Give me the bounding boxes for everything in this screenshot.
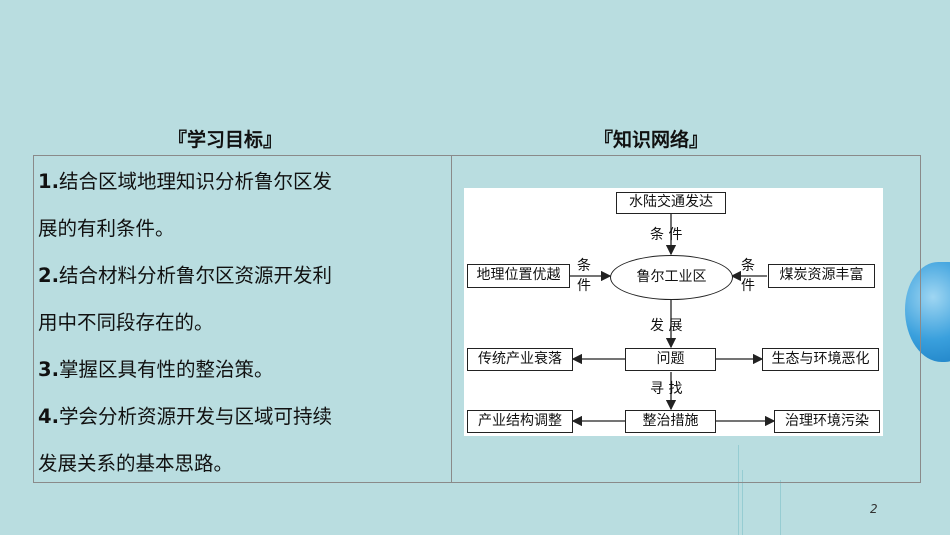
objective-3-line1: 3.掌握区具有性的整治策。: [38, 346, 443, 393]
objective-1-line1: 1.结合区域地理知识分析鲁尔区发: [38, 158, 443, 205]
label-condition-left: 条件: [577, 258, 591, 294]
objective-number: 2.: [38, 264, 59, 287]
knowledge-network-heading: 『知识网络』: [594, 129, 709, 151]
objective-number: 4.: [38, 405, 59, 428]
content-frame: [33, 155, 921, 483]
decorative-line: [780, 480, 781, 535]
box-water-land-transport: 水陆交通发达: [616, 192, 726, 214]
page-number: 2: [870, 502, 878, 516]
decorative-line: [742, 470, 743, 535]
box-traditional-industry-decline: 传统产业衰落: [467, 348, 573, 371]
objective-number: 3.: [38, 358, 59, 381]
objective-4-line2: 发展关系的基本思路。: [38, 452, 234, 475]
objective-number: 1.: [38, 170, 59, 193]
box-geographic-location: 地理位置优越: [467, 264, 570, 288]
objective-1-line2: 展的有利条件。: [38, 217, 175, 240]
label-condition-top: 条 件: [650, 227, 683, 243]
objective-text: 结合材料分析鲁尔区资源开发利: [58, 264, 332, 287]
frame-divider: [451, 155, 452, 482]
objective-text: 学会分析资源开发与区域可持续: [58, 405, 332, 428]
objective-4-line1: 4.学会分析资源开发与区域可持续: [38, 393, 443, 440]
ruhr-industrial-area: 鲁尔工业区: [610, 255, 733, 300]
label-develop: 发 展: [650, 318, 683, 334]
learning-objectives-heading: 『学习目标』: [168, 129, 283, 151]
objective-2-line2: 用中不同段存在的。: [38, 311, 214, 334]
box-ecological-deterioration: 生态与环境恶化: [762, 348, 879, 371]
label-seek: 寻 找: [650, 381, 683, 397]
box-remediation-measures: 整治措施: [625, 410, 716, 433]
knowledge-network-diagram: 水陆交通发达 条 件 地理位置优越 条件 鲁尔工业区 条件 煤炭资源丰富 发 展…: [464, 188, 883, 436]
objectives-list: 1.结合区域地理知识分析鲁尔区发 展的有利条件。 2.结合材料分析鲁尔区资源开发…: [38, 158, 443, 487]
decorative-line: [738, 445, 739, 535]
box-coal-resources: 煤炭资源丰富: [768, 264, 875, 288]
diagram-arrows: [570, 214, 776, 427]
objective-text: 结合区域地理知识分析鲁尔区发: [58, 170, 332, 193]
box-pollution-control: 治理环境污染: [774, 410, 880, 433]
box-industrial-restructuring: 产业结构调整: [467, 410, 573, 433]
label-condition-right: 条件: [741, 258, 755, 294]
objective-2-line1: 2.结合材料分析鲁尔区资源开发利: [38, 252, 443, 299]
box-problem: 问题: [625, 348, 716, 371]
objective-text: 掌握区具有性的整治策。: [58, 358, 274, 381]
